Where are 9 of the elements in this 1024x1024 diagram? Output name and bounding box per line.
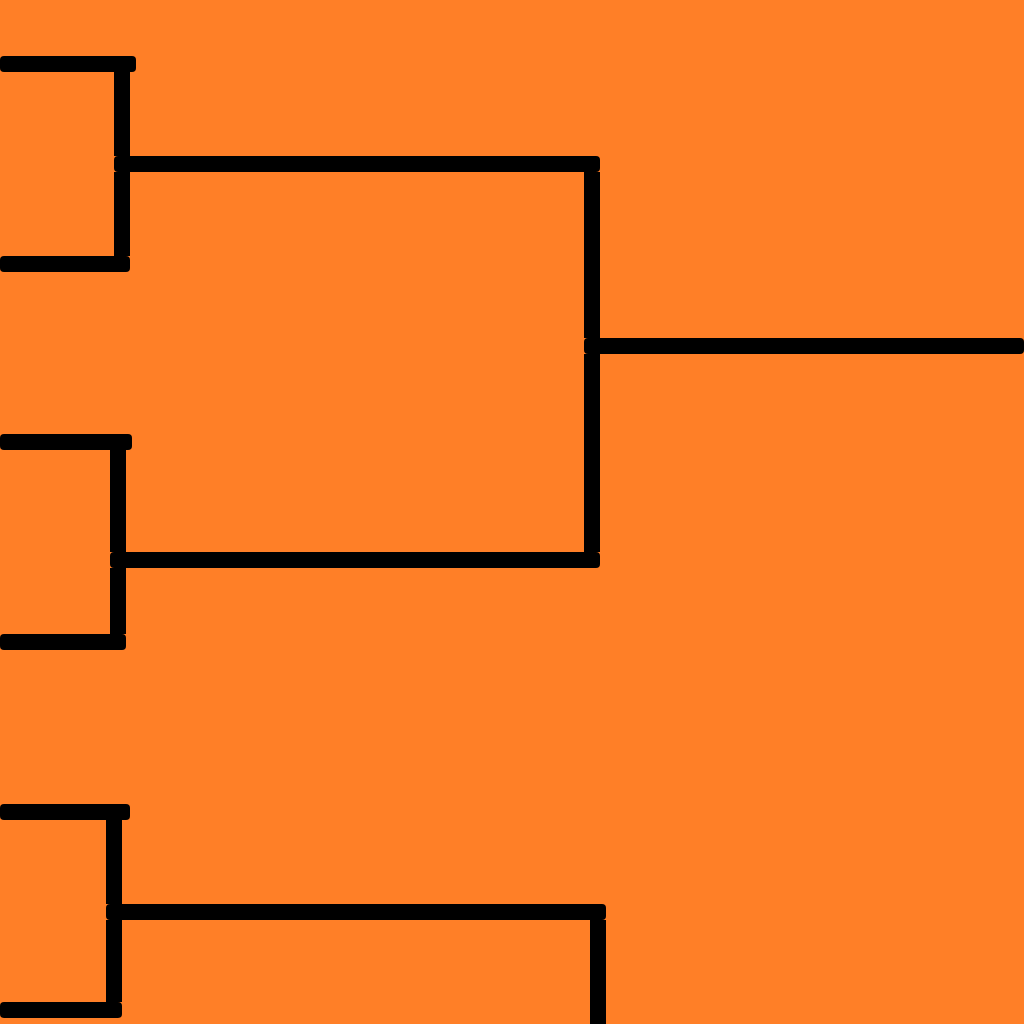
connector-line	[584, 354, 600, 552]
connector-line	[110, 450, 126, 552]
connector-line	[584, 172, 600, 338]
connector-line	[114, 72, 130, 156]
connector-line	[590, 920, 606, 1024]
connector-line	[106, 920, 122, 1002]
connector-line	[106, 820, 122, 904]
connector-line	[114, 172, 130, 256]
connector-line	[110, 568, 126, 634]
